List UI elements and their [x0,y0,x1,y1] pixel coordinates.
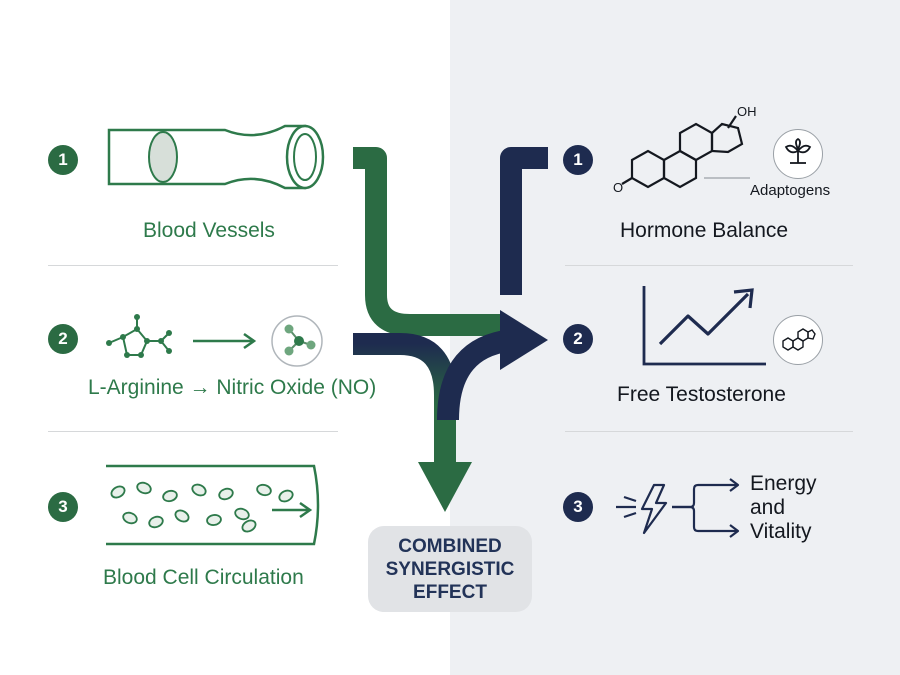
left-badge-1: 1 [48,145,78,175]
left-badge-2: 2 [48,324,78,354]
small-steroid-icon [782,328,816,351]
blood-vessel-icon [107,124,325,190]
right-badge-1: 1 [563,145,593,175]
left-badge-3: 3 [48,492,78,522]
combined-effect-box: COMBINED SYNERGISTIC EFFECT [368,526,532,612]
down-arrow-head [418,462,472,512]
left-divider-2 [48,431,338,432]
rising-chart-icon [642,286,766,366]
green-mid-arrow [353,333,456,470]
leaf-icon [784,137,812,164]
left-label-2: L-Arginine → Nitric Oxide (NO) [88,376,377,399]
molecule-conversion-icon [106,314,323,367]
steroid-molecule-icon: O OH [613,104,757,195]
right-label-2: Free Testosterone [617,383,786,406]
adaptogens-label: Adaptogens [750,182,831,199]
right-badge-3: 3 [563,492,593,522]
navy-flow-arrow [500,147,548,295]
right-label-1: Hormone Balance [620,219,789,242]
green-flow-arrow [353,147,505,336]
molecule-icon-circle [773,315,823,365]
blood-cell-flow-icon [106,464,320,546]
left-label-1: Blood Vessels [143,219,275,242]
right-label-3: Energy and Vitality [750,472,817,543]
right-arrow-head [500,310,548,370]
combined-effect-label: COMBINED SYNERGISTIC EFFECT [385,535,515,603]
left-label-3: Blood Cell Circulation [103,566,304,589]
right-divider-2 [565,431,853,432]
left-divider-1 [48,265,338,266]
lightning-bolt-icon [616,478,740,538]
molecule-o-text: O [613,180,623,195]
right-badge-2: 2 [563,324,593,354]
molecule-oh-text: OH [737,104,757,119]
right-divider-1 [565,265,853,266]
